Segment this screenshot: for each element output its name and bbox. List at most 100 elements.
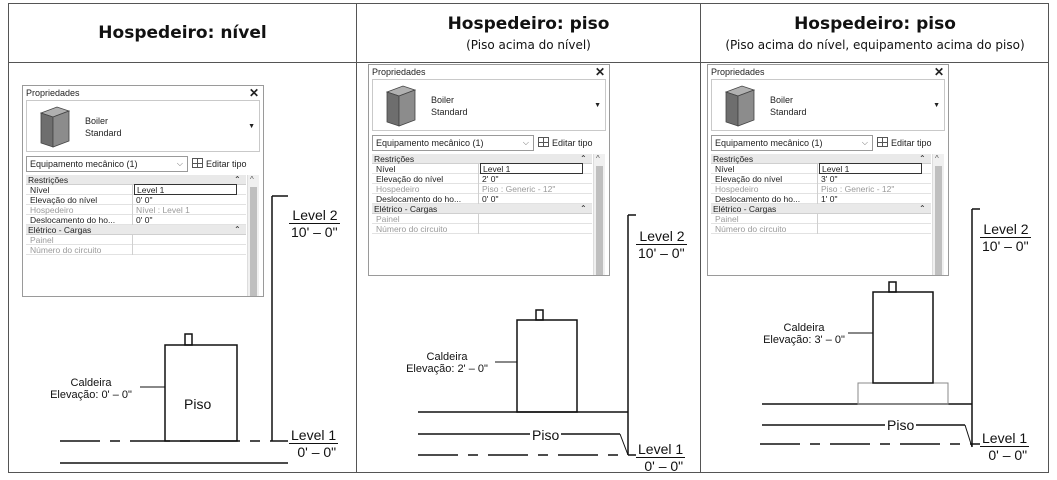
property-grid: Restrições ⌃ Nível Level 1 Elevação do n…: [26, 175, 246, 255]
group-header-electrical[interactable]: Elétrico - Cargas ⌃: [711, 204, 931, 214]
property-row[interactable]: Deslocamento do ho... 1' 0": [711, 194, 931, 204]
type-selector[interactable]: Boiler Standard ▼: [26, 100, 260, 152]
collapse-icon[interactable]: ⌃: [919, 154, 926, 163]
level-1-tag: Level 1 0' – 0": [636, 441, 686, 474]
property-row[interactable]: Nível Level 1: [711, 163, 931, 174]
level-2-tag: Level 2 10' – 0": [980, 221, 1031, 254]
collapse-icon[interactable]: ⌃: [580, 154, 587, 163]
type-family: Boiler: [770, 95, 794, 105]
property-row[interactable]: Deslocamento do ho... 0' 0": [372, 194, 592, 204]
properties-palette[interactable]: Propriedades ✕ Boiler Standard ▼ Equipam…: [368, 64, 610, 276]
scrollbar-thumb[interactable]: [250, 187, 257, 296]
collapse-icon[interactable]: ⌃: [919, 204, 926, 213]
group-header-electrical[interactable]: Elétrico - Cargas ⌃: [372, 204, 592, 214]
dropdown-icon[interactable]: ▼: [248, 123, 255, 130]
close-icon[interactable]: ✕: [933, 65, 944, 79]
type-family: Boiler: [431, 95, 455, 105]
collapse-icon[interactable]: ⌃: [234, 175, 241, 184]
edit-type-button[interactable]: Editar tipo: [877, 136, 932, 150]
floor-label: Piso: [530, 427, 562, 443]
column-subtitle: (Piso acima do nível, equipamento acima …: [725, 38, 1025, 52]
level-field[interactable]: Level 1: [480, 163, 583, 174]
scroll-up-icon[interactable]: ^: [250, 175, 254, 184]
property-row[interactable]: Número do circuito: [711, 224, 931, 234]
level-2-tag: Level 2 10' – 0": [289, 207, 340, 240]
instance-filter-dropdown[interactable]: Equipamento mecânico (1) ⌵: [26, 156, 188, 172]
housekeeping-pad: [857, 382, 949, 405]
boiler-body: [516, 319, 578, 413]
edit-type-button[interactable]: Editar tipo: [538, 136, 593, 150]
property-row: Hospedeiro Nível : Level 1: [26, 205, 246, 215]
floor-label: Piso: [182, 396, 214, 412]
column-header-1: Hospedeiro: nível: [9, 4, 356, 62]
floor-break: [619, 433, 629, 456]
column-title: Hospedeiro: piso: [447, 14, 610, 34]
section-view-1: [60, 195, 288, 464]
instance-filter-dropdown[interactable]: Equipamento mecânico (1) ⌵: [711, 135, 873, 151]
type-selector[interactable]: Boiler Standard ▼: [711, 79, 945, 131]
chevron-down-icon: ⌵: [176, 159, 183, 168]
property-row[interactable]: Painel: [26, 235, 246, 245]
edit-type-icon: [192, 158, 203, 168]
property-row[interactable]: Elevação do nível 3' 0": [711, 174, 931, 184]
scroll-up-icon[interactable]: ^: [596, 154, 600, 163]
palette-title: Propriedades: [711, 67, 765, 77]
chevron-down-icon: ⌵: [861, 138, 868, 147]
type-family: Boiler: [85, 116, 109, 126]
boiler-body: [164, 344, 238, 442]
level-1-tag: Level 1 0' – 0": [980, 430, 1030, 463]
column-title: Hospedeiro: nível: [98, 23, 267, 43]
type-name: Standard: [85, 128, 122, 138]
level-field[interactable]: Level 1: [134, 184, 237, 195]
equipment-label: Caldeira Elevação: 3' – 0": [763, 322, 845, 346]
edit-type-button[interactable]: Editar tipo: [192, 157, 247, 171]
property-row[interactable]: Elevação do nível 2' 0": [372, 174, 592, 184]
type-selector[interactable]: Boiler Standard ▼: [372, 79, 606, 131]
scrollbar-thumb[interactable]: [935, 166, 942, 275]
close-icon[interactable]: ✕: [248, 86, 259, 100]
column-subtitle: (Piso acima do nível): [466, 38, 591, 52]
boiler-body: [872, 291, 934, 384]
floor-label: Piso: [885, 417, 917, 433]
property-row[interactable]: Número do circuito: [372, 224, 592, 234]
header-divider: [9, 62, 1048, 63]
scrollbar-thumb[interactable]: [596, 166, 603, 275]
level-field[interactable]: Level 1: [819, 163, 922, 174]
property-row[interactable]: Deslocamento do ho... 0' 0": [26, 215, 246, 225]
section-view-2: [418, 214, 636, 456]
scrollbar[interactable]: ^: [932, 154, 944, 275]
property-row[interactable]: Painel: [372, 214, 592, 224]
collapse-icon[interactable]: ⌃: [234, 225, 241, 234]
group-header-electrical[interactable]: Elétrico - Cargas ⌃: [26, 225, 246, 235]
type-name: Standard: [770, 107, 807, 117]
level-1-tag: Level 1 0' – 0": [289, 427, 339, 460]
section-view-3: [760, 208, 980, 448]
boiler-icon: [39, 106, 71, 148]
boiler-connector: [888, 281, 897, 293]
property-row[interactable]: Elevação do nível 0' 0": [26, 195, 246, 205]
close-icon[interactable]: ✕: [594, 65, 605, 79]
property-row[interactable]: Nível Level 1: [26, 184, 246, 195]
edit-type-icon: [877, 137, 888, 147]
instance-filter-dropdown[interactable]: Equipamento mecânico (1) ⌵: [372, 135, 534, 151]
property-grid: Restrições ⌃ Nível Level 1 Elevação do n…: [711, 154, 931, 234]
property-row[interactable]: Painel: [711, 214, 931, 224]
dropdown-icon[interactable]: ▼: [933, 102, 940, 109]
property-row: Hospedeiro Piso : Generic - 12": [372, 184, 592, 194]
type-name: Standard: [431, 107, 468, 117]
property-row[interactable]: Nível Level 1: [372, 163, 592, 174]
chevron-down-icon: ⌵: [522, 138, 529, 147]
equipment-label: Caldeira Elevação: 0' – 0": [50, 377, 132, 401]
scrollbar[interactable]: ^: [593, 154, 605, 275]
property-row[interactable]: Número do circuito: [26, 245, 246, 255]
properties-palette[interactable]: Propriedades ✕ Boiler Standard ▼ Equipam…: [707, 64, 949, 276]
scroll-up-icon[interactable]: ^: [935, 154, 939, 163]
dropdown-icon[interactable]: ▼: [594, 102, 601, 109]
properties-palette[interactable]: Propriedades ✕ Boiler Standard ▼ Equipam…: [22, 85, 264, 297]
scrollbar[interactable]: ^: [247, 175, 259, 296]
collapse-icon[interactable]: ⌃: [580, 204, 587, 213]
boiler-icon: [385, 85, 417, 127]
column-header-3: Hospedeiro: piso (Piso acima do nível, e…: [701, 4, 1049, 62]
boiler-connector: [184, 333, 193, 346]
